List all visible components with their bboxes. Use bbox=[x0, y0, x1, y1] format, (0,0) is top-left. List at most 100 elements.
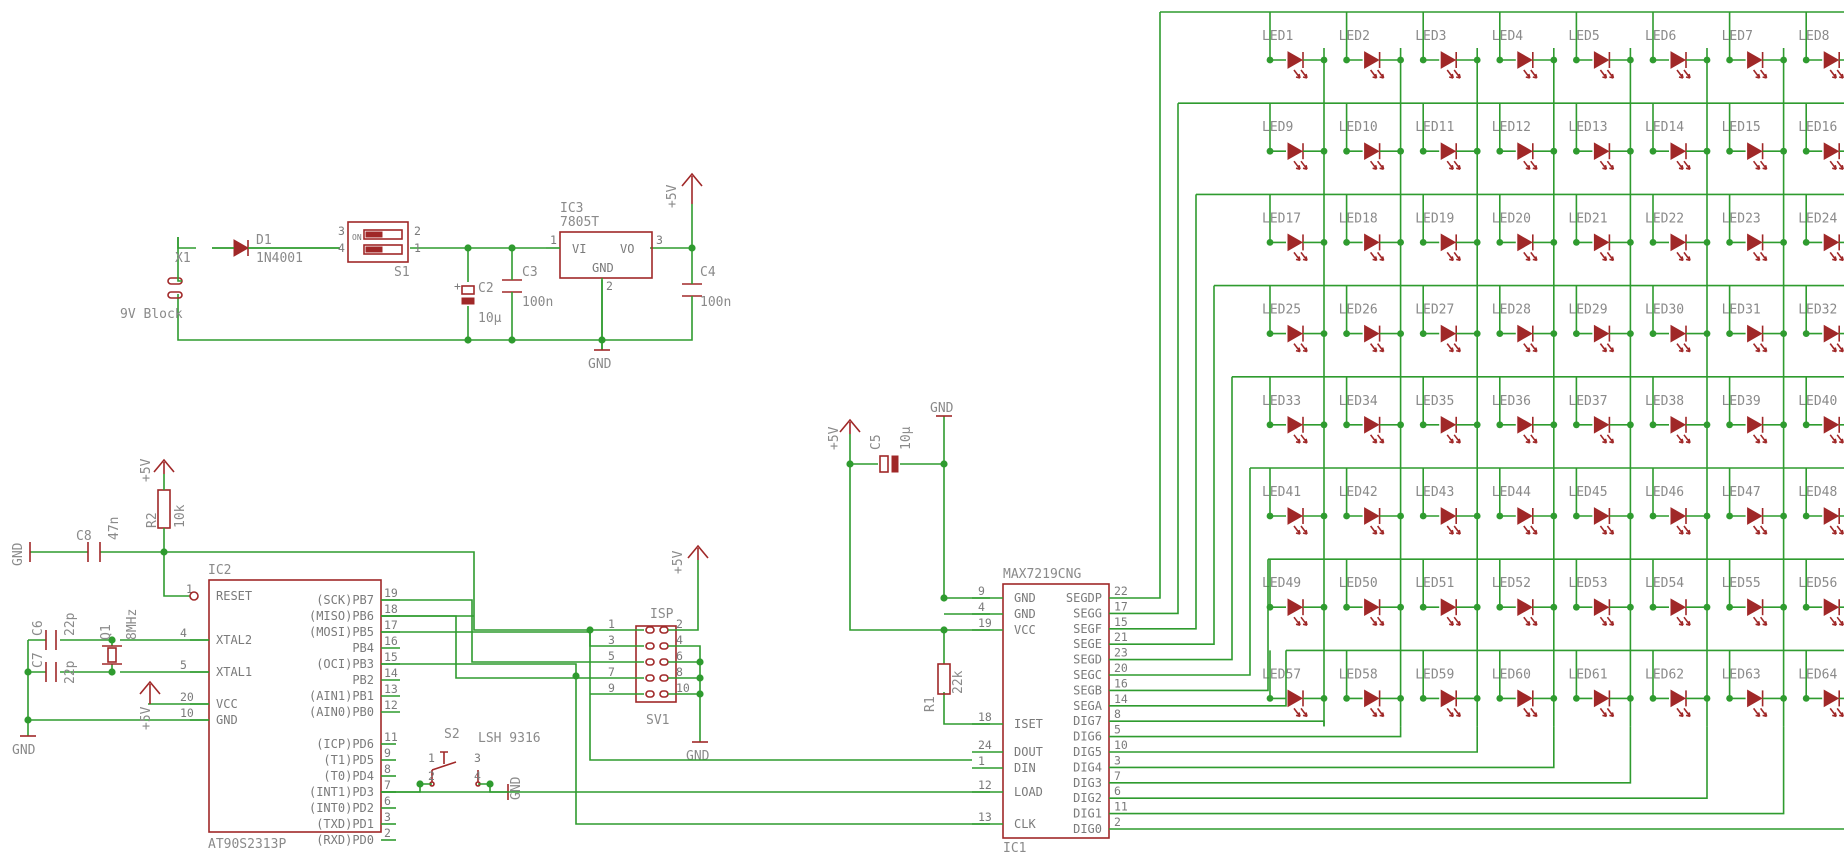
led: LED18 bbox=[1339, 194, 1404, 262]
led-label: LED13 bbox=[1568, 120, 1607, 135]
c6-capacitor: C6 22p bbox=[31, 612, 78, 650]
led: LED42 bbox=[1339, 468, 1404, 535]
led-label: LED47 bbox=[1722, 485, 1761, 500]
c4-label: C4 bbox=[700, 265, 716, 280]
c3-label: C3 bbox=[522, 265, 538, 280]
ic1-pin-number: 19 bbox=[978, 616, 992, 630]
ic2-pin-number: 20 bbox=[180, 690, 194, 704]
ic1-pin-label: GND bbox=[1014, 591, 1036, 605]
ic1-pin-number: 20 bbox=[1114, 661, 1128, 675]
s2-label: S2 bbox=[444, 727, 460, 742]
led-label: LED29 bbox=[1568, 303, 1607, 318]
gnd-symbol-ps: GND bbox=[588, 340, 612, 372]
ic1-pin-label: DIG4 bbox=[1073, 760, 1102, 774]
led: LED54 bbox=[1645, 559, 1711, 626]
ic2-pin-number: 5 bbox=[180, 658, 187, 672]
ic1-pin-number: 2 bbox=[1114, 815, 1121, 829]
driver-matrix-bus bbox=[1128, 12, 1844, 830]
led: LED13 bbox=[1568, 103, 1634, 170]
ic1-pin-number: 8 bbox=[1114, 707, 1121, 721]
c2-value: 10µ bbox=[478, 311, 502, 326]
ic2-pin-label: RESET bbox=[216, 589, 252, 603]
led: LED5 bbox=[1568, 12, 1634, 79]
isp-pin-number: 10 bbox=[676, 681, 690, 695]
led-label: LED28 bbox=[1492, 303, 1531, 318]
led-label: LED63 bbox=[1722, 667, 1761, 682]
led-label: LED23 bbox=[1722, 211, 1761, 226]
led-label: LED11 bbox=[1415, 120, 1454, 135]
r2-value: 10k bbox=[173, 504, 188, 528]
mcu-vcc: +5V bbox=[139, 680, 161, 730]
ic2-pin-label: PB2 bbox=[352, 673, 374, 687]
ic1-pin-number: 5 bbox=[1114, 723, 1121, 737]
ic2-pin-number: 7 bbox=[384, 778, 391, 792]
led: LED46 bbox=[1645, 468, 1711, 535]
ic1-pin-number: 17 bbox=[1114, 599, 1128, 613]
ic1-pin-label: SEGE bbox=[1073, 637, 1102, 651]
led-label: LED24 bbox=[1798, 211, 1837, 226]
c8-capacitor: GND C8 47n bbox=[11, 517, 164, 566]
led-label: LED56 bbox=[1798, 576, 1837, 591]
mcu-section: IC2 AT90S2313P RESET1XTAL24XTAL15VCC20GN… bbox=[11, 458, 590, 852]
c3-value: 100n bbox=[522, 295, 553, 310]
led: LED17 bbox=[1262, 194, 1328, 262]
led-label: LED39 bbox=[1722, 394, 1761, 409]
led: LED61 bbox=[1568, 650, 1634, 718]
ic1-pin-label: DIG7 bbox=[1073, 714, 1102, 728]
s1-label: S1 bbox=[394, 265, 410, 280]
isp-pin-number: 2 bbox=[676, 617, 683, 631]
led-label: LED20 bbox=[1492, 211, 1531, 226]
ic2-pin-number: 14 bbox=[384, 666, 398, 680]
ic1-pin-label: SEGDP bbox=[1066, 591, 1102, 605]
led: LED43 bbox=[1415, 468, 1481, 535]
led-label: LED12 bbox=[1492, 120, 1531, 135]
driver-section: MAX7219CNG IC1 GND9GND4VCC19ISET18DOUT24… bbox=[827, 401, 1128, 854]
q1-crystal: Q1 8MHz bbox=[99, 609, 140, 665]
ic3-value: 7805T bbox=[560, 215, 599, 230]
c4-value: 100n bbox=[700, 295, 731, 310]
isp-pin-number: 9 bbox=[608, 681, 615, 695]
ic2-pin-number: 10 bbox=[180, 706, 194, 720]
led-label: LED36 bbox=[1492, 394, 1531, 409]
s1-pin-1: 1 bbox=[414, 241, 421, 255]
led: LED48 bbox=[1798, 468, 1844, 535]
led: LED26 bbox=[1339, 285, 1404, 353]
led: LED37 bbox=[1568, 376, 1634, 444]
ic1-label: IC1 bbox=[1003, 841, 1026, 854]
ic2-pin-number: 6 bbox=[384, 794, 391, 808]
led-label: LED22 bbox=[1645, 211, 1684, 226]
ic2-pin-label: (AIN1)PB1 bbox=[309, 689, 374, 703]
led-label: LED53 bbox=[1568, 576, 1607, 591]
ic1-pin-number: 24 bbox=[978, 738, 992, 752]
ic1-pin-label: DIG5 bbox=[1073, 745, 1102, 759]
ic2-pin-label: (SCK)PB7 bbox=[316, 593, 374, 607]
led-label: LED27 bbox=[1415, 303, 1454, 318]
ic3-gnd-pin: GND bbox=[592, 261, 614, 275]
led-label: LED2 bbox=[1339, 29, 1370, 44]
led: LED4 bbox=[1492, 12, 1558, 79]
ic2-pin-label: XTAL1 bbox=[216, 665, 252, 679]
led: LED60 bbox=[1492, 650, 1558, 718]
ic1-pin-label: ISET bbox=[1014, 717, 1043, 731]
isp-gnd-label: GND bbox=[686, 749, 710, 764]
ic3-vo: VO bbox=[620, 242, 634, 256]
mcu-vcc-label: +5V bbox=[139, 706, 154, 730]
led: LED25 bbox=[1262, 285, 1328, 353]
led: LED1 bbox=[1262, 12, 1328, 79]
led-label: LED26 bbox=[1339, 303, 1378, 318]
led-label: LED61 bbox=[1568, 667, 1607, 682]
led-label: LED46 bbox=[1645, 485, 1684, 500]
led-label: LED44 bbox=[1492, 485, 1531, 500]
ic1-pin-label: DIG6 bbox=[1073, 730, 1102, 744]
ic1-pin-number: 6 bbox=[1114, 784, 1121, 798]
c5-label: C5 bbox=[869, 434, 884, 450]
led: LED11 bbox=[1415, 103, 1481, 170]
led: LED12 bbox=[1492, 103, 1558, 170]
ic2-pin-label: GND bbox=[216, 713, 238, 727]
ic2-pin-label: (ICP)PD6 bbox=[316, 737, 374, 751]
isp-pin-number: 4 bbox=[676, 633, 683, 647]
led: LED20 bbox=[1492, 194, 1558, 262]
